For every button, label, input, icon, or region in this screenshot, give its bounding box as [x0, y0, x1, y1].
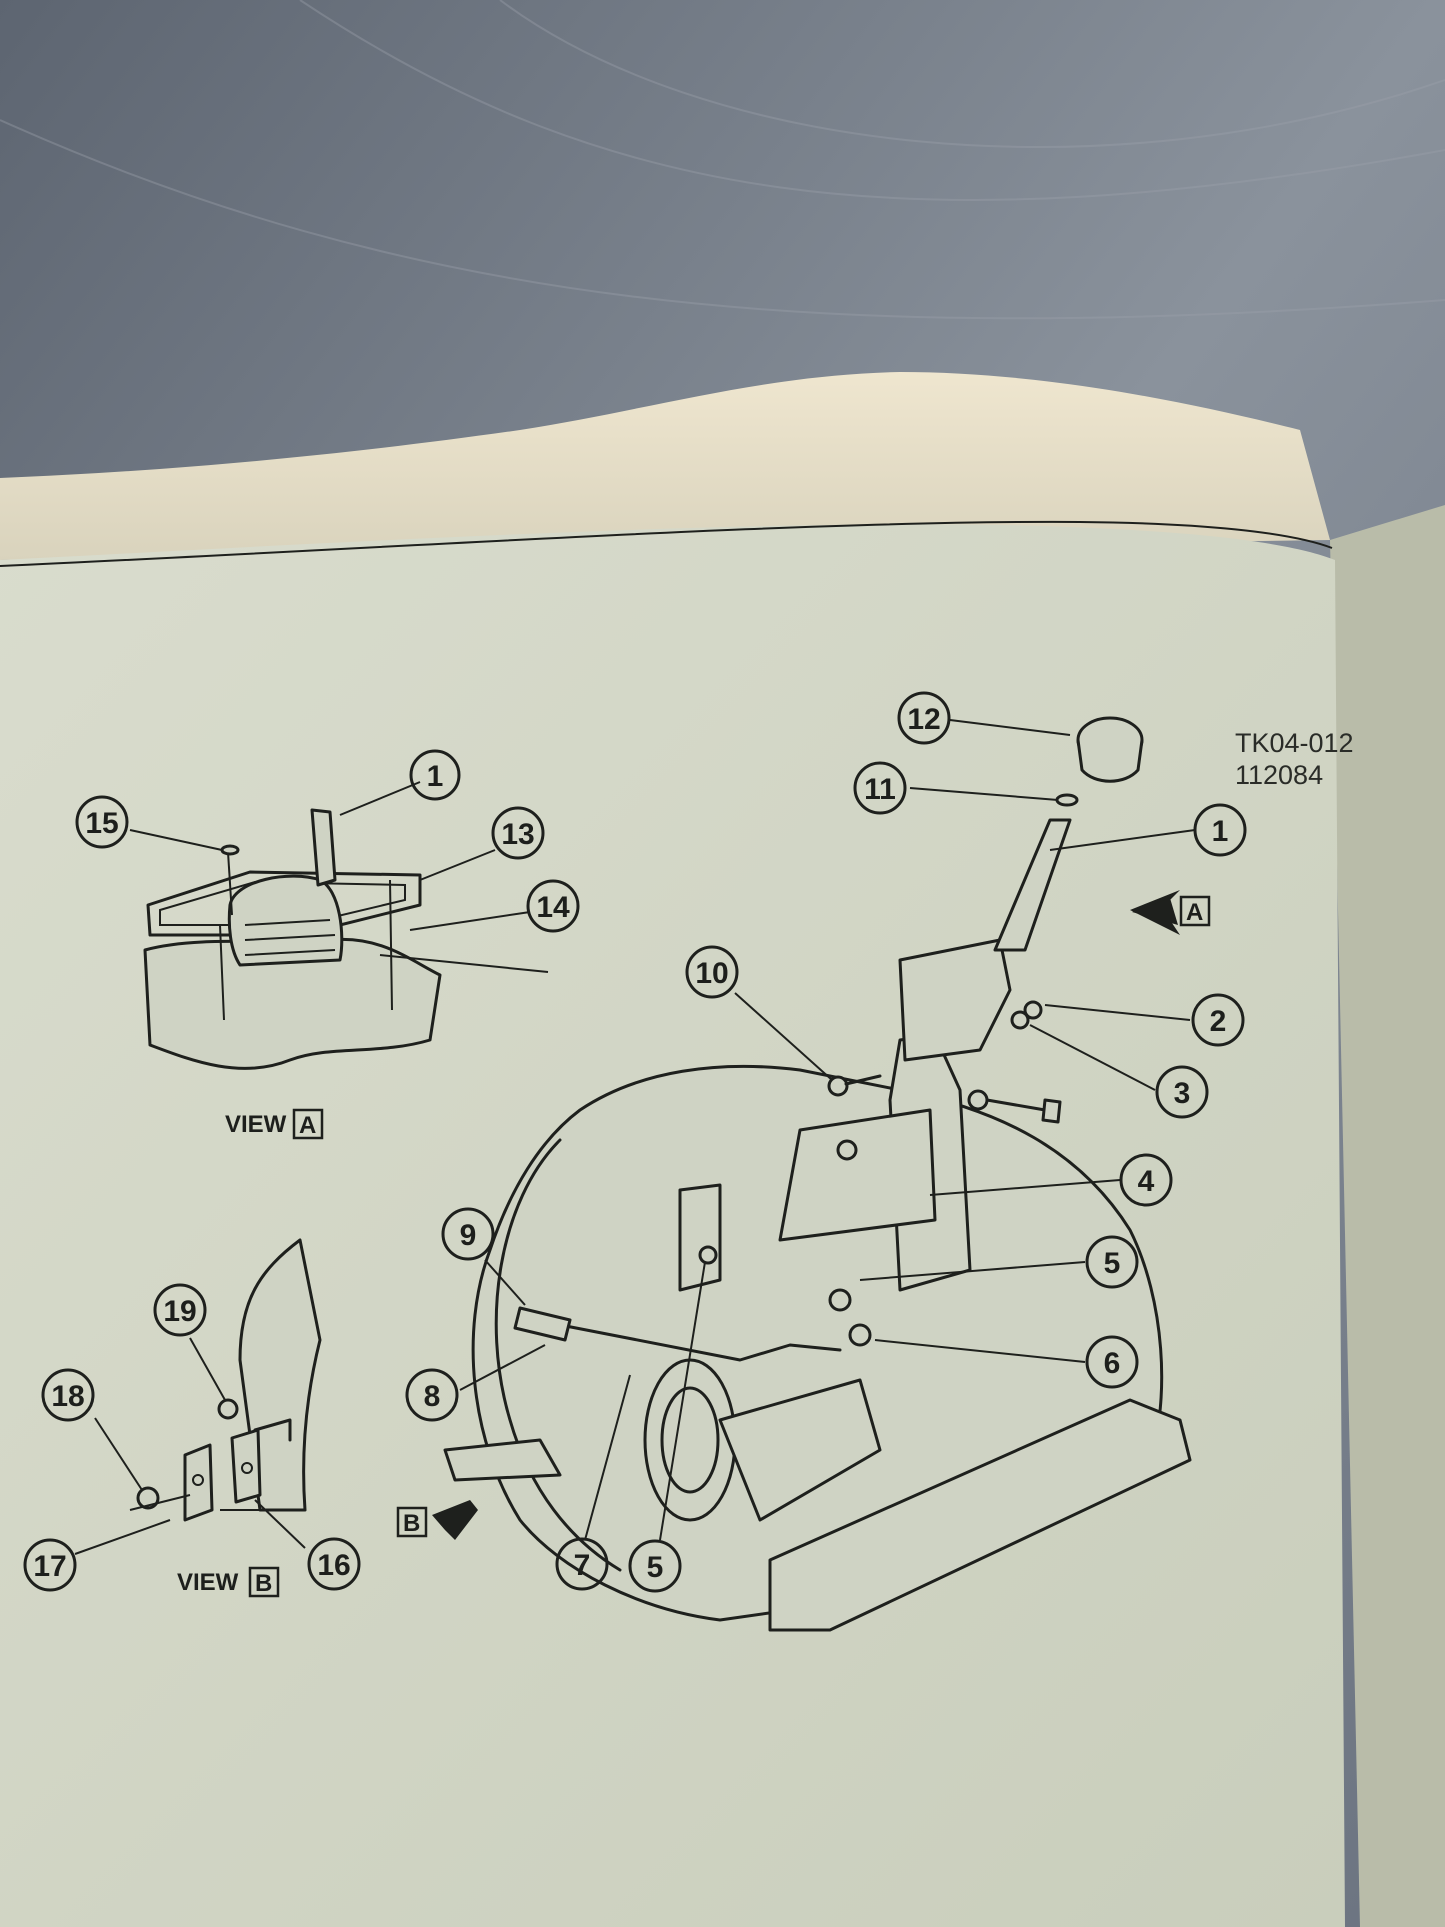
callout-10: 10: [685, 945, 739, 999]
callout-12: 12: [897, 691, 951, 745]
svg-text:13: 13: [501, 818, 534, 851]
svg-text:18: 18: [51, 1380, 84, 1413]
leader-1-view-a: [339, 781, 421, 816]
callout-7: 7: [555, 1537, 609, 1591]
view-a-letter: A: [299, 1112, 316, 1139]
leader-5-lower: [659, 1261, 706, 1541]
callout-9: 9: [441, 1207, 495, 1261]
callout-3: 3: [1155, 1065, 1209, 1119]
callout-8: 8: [405, 1368, 459, 1422]
leader-9: [484, 1259, 526, 1306]
svg-text:15: 15: [85, 807, 118, 840]
callout-4: 4: [1119, 1153, 1173, 1207]
callout-13: 13: [491, 806, 545, 860]
callout-5-lower: 5: [628, 1539, 682, 1593]
header-rule: [0, 520, 1333, 567]
callout-19: 19: [153, 1283, 207, 1337]
svg-text:8: 8: [424, 1380, 441, 1413]
svg-text:5: 5: [647, 1551, 664, 1584]
leader-14: [409, 911, 531, 931]
book-next-page: [1330, 505, 1445, 1927]
svg-text:9: 9: [460, 1219, 477, 1252]
view-a-letter-box: [292, 1108, 324, 1140]
view-b-letter: B: [255, 1570, 272, 1597]
svg-text:17: 17: [33, 1550, 66, 1583]
view-b-caption: VIEW: [177, 1569, 239, 1596]
steel-scratches: [0, 0, 1445, 320]
callout-2: 2: [1191, 993, 1245, 1047]
leader-4: [929, 1179, 1121, 1196]
svg-text:4: 4: [1138, 1165, 1155, 1198]
view-b-arrow-box: [396, 1506, 428, 1538]
view-a-arrow-letter: A: [1186, 899, 1203, 926]
callout-5-upper: 5: [1085, 1235, 1139, 1289]
leader-6: [874, 1339, 1086, 1363]
svg-text:3: 3: [1174, 1077, 1191, 1110]
callout-6: 6: [1085, 1335, 1139, 1389]
leader-5-upper: [859, 1261, 1086, 1281]
leader-8: [459, 1344, 546, 1391]
view-b-illustration: [129, 1238, 322, 1522]
callout-17: 17: [23, 1538, 77, 1592]
callout-16: 16: [307, 1537, 361, 1591]
leader-7: [584, 1374, 631, 1541]
svg-text:12: 12: [907, 703, 940, 736]
view-b-arrow-icon: [432, 1500, 478, 1540]
leader-3: [1029, 1024, 1156, 1091]
svg-text:10: 10: [695, 957, 728, 990]
leader-1-main: [1049, 829, 1196, 851]
svg-text:19: 19: [163, 1295, 196, 1328]
svg-text:6: 6: [1104, 1347, 1121, 1380]
svg-text:1: 1: [427, 760, 444, 793]
callout-14: 14: [526, 879, 580, 933]
leader-10: [734, 992, 833, 1081]
figure-code-line2: 112084: [1235, 760, 1323, 790]
callout-15: 15: [75, 795, 129, 849]
svg-text:1: 1: [1212, 815, 1229, 848]
view-a-arrow-body: [1132, 898, 1178, 925]
callout-11: 11: [853, 761, 907, 815]
svg-text:5: 5: [1104, 1247, 1121, 1280]
svg-text:14: 14: [536, 891, 570, 924]
leader-15: [129, 829, 223, 851]
main-transmission-illustration: [443, 716, 1192, 1632]
view-b-arrow-letter: B: [403, 1510, 420, 1537]
callout-18: 18: [41, 1368, 95, 1422]
leader-11: [909, 787, 1059, 801]
leader-view-a-extra: [379, 954, 549, 973]
leader-18: [94, 1417, 143, 1491]
leader-19: [189, 1337, 226, 1401]
svg-text:2: 2: [1210, 1005, 1227, 1038]
leader-12: [949, 719, 1071, 736]
page-top-edge: [0, 372, 1330, 560]
view-a-illustration: [143, 808, 442, 1070]
callout-1-main: 1: [1193, 803, 1247, 857]
leader-17: [74, 1519, 171, 1555]
svg-text:7: 7: [574, 1549, 591, 1582]
view-a-arrow-box: [1179, 895, 1211, 927]
svg-text:16: 16: [317, 1549, 350, 1582]
leader-16: [254, 1499, 306, 1549]
figure-code-line1: TK04-012: [1235, 728, 1354, 758]
view-b-letter-box: [248, 1566, 280, 1598]
callout-1-view-a: 1: [409, 749, 461, 801]
view-a-caption: VIEW: [225, 1111, 287, 1138]
leader-13: [419, 849, 496, 881]
leader-2: [1044, 1004, 1191, 1021]
svg-text:11: 11: [864, 773, 896, 806]
